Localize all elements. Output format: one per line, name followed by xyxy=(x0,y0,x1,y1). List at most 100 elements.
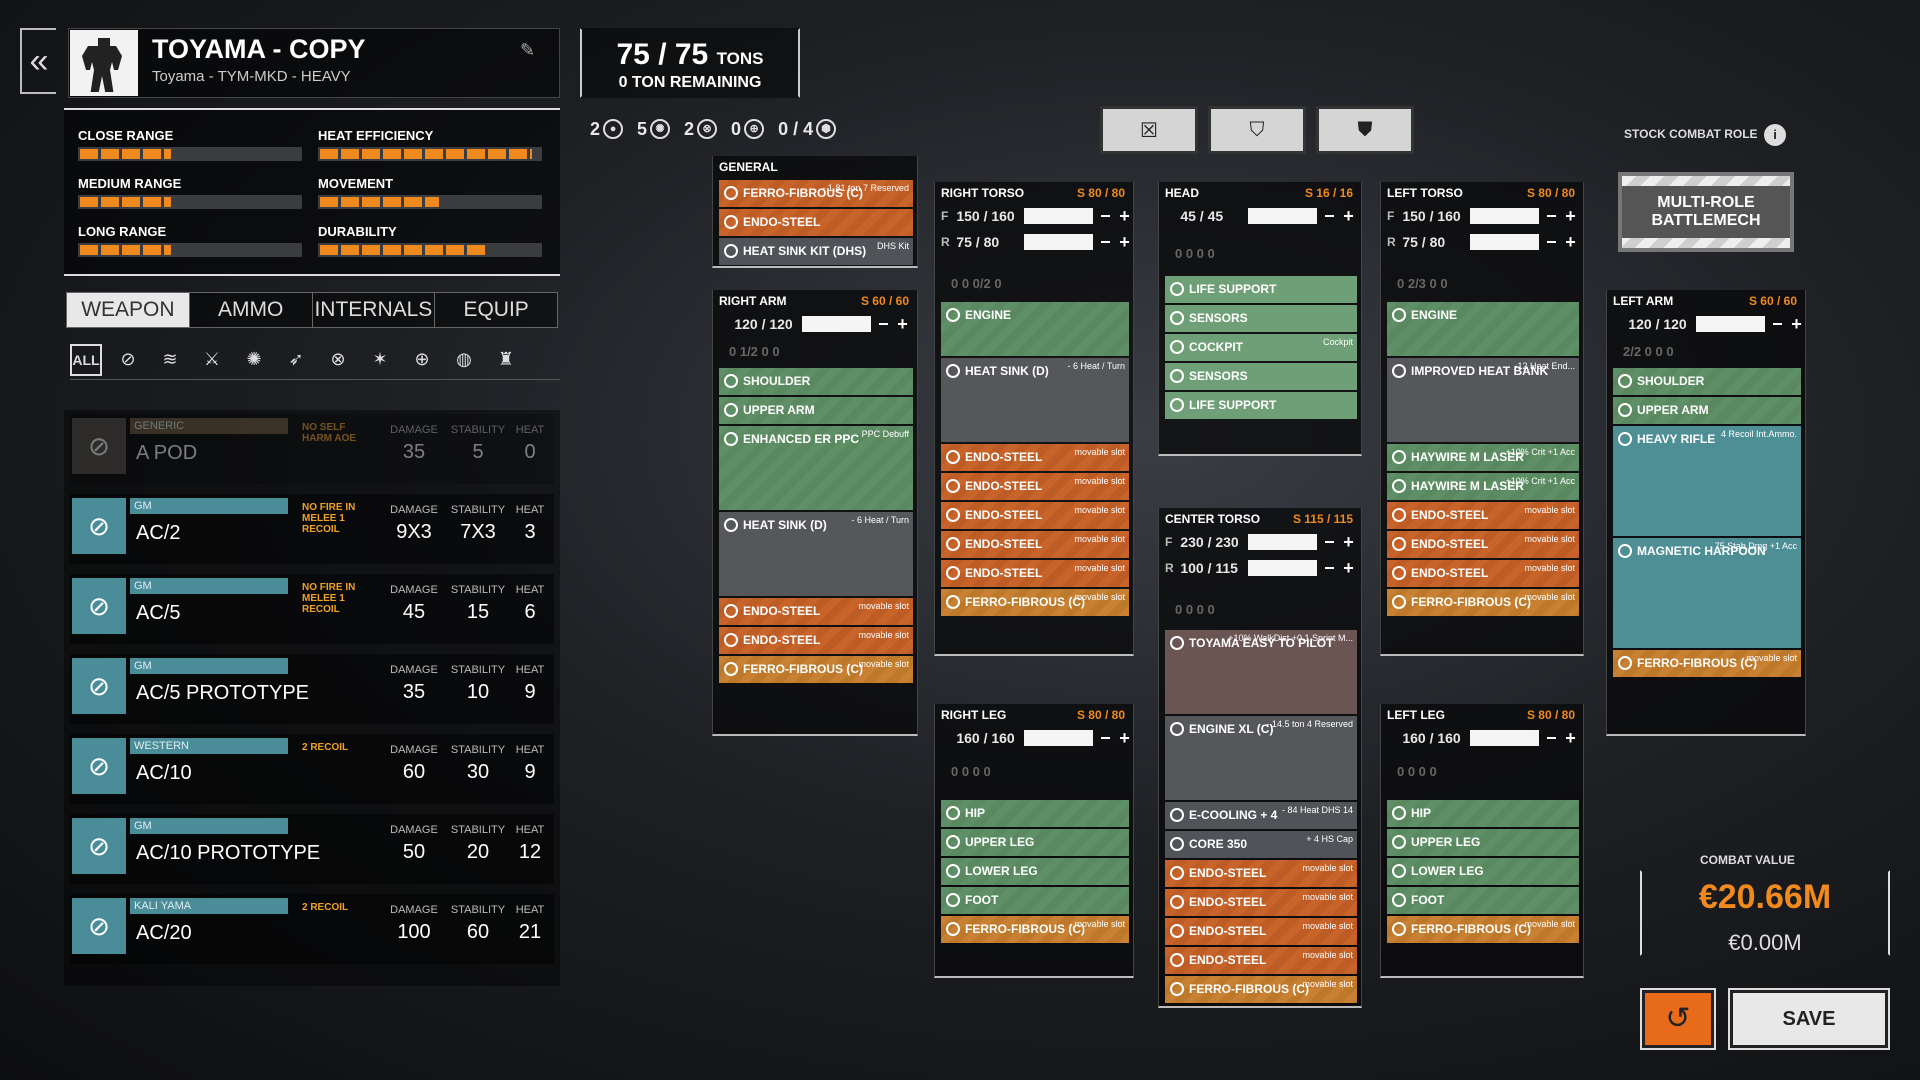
plus-icon[interactable]: + xyxy=(1791,313,1802,334)
filter-mech-icon[interactable]: ♜ xyxy=(497,349,515,369)
armor-slider[interactable] xyxy=(1247,560,1317,576)
plus-icon[interactable]: + xyxy=(897,313,908,334)
component-slot[interactable]: IMPROVED HEAT BANK -12 Heat End... xyxy=(1387,358,1579,442)
shield-x-icon[interactable]: ⛉ xyxy=(1208,106,1306,154)
filter-ballistic-icon[interactable]: ⊘ xyxy=(120,349,136,369)
plus-icon[interactable]: + xyxy=(1119,727,1130,748)
minus-icon[interactable]: − xyxy=(1100,727,1111,748)
armor-slider[interactable] xyxy=(1247,208,1317,224)
armor-slider[interactable] xyxy=(1469,208,1539,224)
plus-icon[interactable]: + xyxy=(1565,205,1576,226)
tab-ammo[interactable]: AMMO xyxy=(190,293,313,327)
filter-target-icon[interactable]: ⊕ xyxy=(414,349,430,369)
component-slot[interactable]: LOWER LEG xyxy=(941,858,1129,885)
component-slot[interactable]: TOYAMA EASY TO PILOT +10% WalkDist +0.1 … xyxy=(1165,630,1357,714)
plus-icon[interactable]: + xyxy=(1119,231,1130,252)
component-slot[interactable]: ENDO-STEEL movable slot xyxy=(1165,918,1357,945)
component-slot[interactable]: HEAVY RIFLE 4 Recoil Int.Ammo. xyxy=(1613,426,1801,536)
minus-icon[interactable]: − xyxy=(1324,531,1335,552)
plus-icon[interactable]: + xyxy=(1343,205,1354,226)
component-slot[interactable]: ENGINE XL (C) - 14.5 ton 4 Reserved xyxy=(1165,716,1357,800)
armor-slider[interactable] xyxy=(1023,208,1093,224)
component-slot[interactable]: HEAT SINK (D) - 6 Heat / Turn xyxy=(719,512,913,596)
tab-internals[interactable]: INTERNALS xyxy=(313,293,436,327)
component-slot[interactable]: SHOULDER xyxy=(1613,368,1801,395)
armor-slider[interactable] xyxy=(1469,730,1539,746)
component-slot[interactable]: ENGINE xyxy=(941,302,1129,356)
component-slot[interactable]: FERRO-FIBROUS (C) movable slot xyxy=(1613,650,1801,677)
component-slot[interactable]: FERRO-FIBROUS (C) movable slot xyxy=(1387,589,1579,616)
component-slot[interactable]: HIP xyxy=(1387,800,1579,827)
filter-energy-icon[interactable]: ≋ xyxy=(162,349,178,369)
component-slot[interactable]: ENGINE xyxy=(1387,302,1579,356)
armor-slider[interactable] xyxy=(1023,234,1093,250)
weapon-row[interactable]: ⊘ GM AC/2 NO FIRE IN MELEE 1 RECOIL DAMA… xyxy=(70,494,554,564)
component-slot[interactable]: ENDO-STEEL movable slot xyxy=(719,627,913,654)
tab-equip[interactable]: EQUIP xyxy=(463,298,529,321)
component-slot[interactable]: ENDO-STEEL movable slot xyxy=(941,444,1129,471)
armor-slider[interactable] xyxy=(1469,234,1539,250)
filter-sword-icon[interactable]: ⚔ xyxy=(203,349,221,369)
back-button[interactable]: « xyxy=(20,28,56,94)
filter-missile-icon[interactable]: ➶ xyxy=(288,349,304,369)
component-slot[interactable]: ENDO-STEEL movable slot xyxy=(1387,531,1579,558)
component-slot[interactable]: SHOULDER xyxy=(719,368,913,395)
component-slot[interactable]: FERRO-FIBROUS (C) movable slot xyxy=(941,589,1129,616)
component-slot[interactable]: ENDO-STEEL movable slot xyxy=(719,598,913,625)
component-slot[interactable]: HEAT SINK (D) - 6 Heat / Turn xyxy=(941,358,1129,442)
plus-icon[interactable]: + xyxy=(1343,531,1354,552)
plus-icon[interactable]: + xyxy=(1119,205,1130,226)
info-icon[interactable]: i xyxy=(1764,124,1786,146)
component-slot[interactable]: ENDO-STEEL movable slot xyxy=(941,560,1129,587)
component-slot[interactable]: FOOT xyxy=(1387,887,1579,914)
minus-icon[interactable]: − xyxy=(1546,205,1557,226)
minus-icon[interactable]: − xyxy=(1324,557,1335,578)
save-button[interactable]: SAVE xyxy=(1728,988,1890,1050)
component-slot[interactable]: UPPER ARM xyxy=(1613,397,1801,424)
minus-icon[interactable]: − xyxy=(1546,231,1557,252)
plus-icon[interactable]: + xyxy=(1565,727,1576,748)
general-item[interactable]: ENDO-STEEL xyxy=(719,209,913,236)
minus-icon[interactable]: − xyxy=(1772,313,1783,334)
component-slot[interactable]: FERRO-FIBROUS (C) movable slot xyxy=(1387,916,1579,943)
component-slot[interactable]: HAYWIRE M LASER +10% Crit +1 Acc xyxy=(1387,473,1579,500)
minus-icon[interactable]: − xyxy=(1100,205,1111,226)
component-slot[interactable]: ENDO-STEEL movable slot xyxy=(1387,502,1579,529)
component-slot[interactable]: COCKPIT Cockpit xyxy=(1165,334,1357,361)
component-slot[interactable]: FERRO-FIBROUS (C) movable slot xyxy=(941,916,1129,943)
minus-icon[interactable]: − xyxy=(1546,727,1557,748)
shield-icon[interactable]: ⛊ xyxy=(1316,106,1414,154)
component-slot[interactable]: UPPER ARM xyxy=(719,397,913,424)
plus-icon[interactable]: + xyxy=(1343,557,1354,578)
edit-icon[interactable]: ✎ xyxy=(520,40,536,60)
filter-flamer-icon[interactable]: ✶ xyxy=(372,349,388,369)
general-item[interactable]: HEAT SINK KIT (DHS)DHS Kit xyxy=(719,238,913,265)
plus-icon[interactable]: + xyxy=(1565,231,1576,252)
component-slot[interactable]: SENSORS xyxy=(1165,305,1357,332)
component-slot[interactable]: UPPER LEG xyxy=(1387,829,1579,856)
component-slot[interactable]: E-COOLING + 4 - 84 Heat DHS 14 xyxy=(1165,802,1357,829)
minus-icon[interactable]: − xyxy=(1324,205,1335,226)
component-slot[interactable]: ENDO-STEEL movable slot xyxy=(941,531,1129,558)
component-slot[interactable]: ENDO-STEEL movable slot xyxy=(1165,947,1357,974)
component-slot[interactable]: MAGNETIC HARPOON 75 Stab.Dmg +1 Acc xyxy=(1613,538,1801,648)
component-slot[interactable]: ENDO-STEEL movable slot xyxy=(1165,860,1357,887)
component-slot[interactable]: ENDO-STEEL movable slot xyxy=(1387,560,1579,587)
component-slot[interactable]: LIFE SUPPORT xyxy=(1165,276,1357,303)
filter-all[interactable]: ALL xyxy=(70,343,102,376)
component-slot[interactable]: HAYWIRE M LASER +10% Crit +1 Acc xyxy=(1387,444,1579,471)
general-item[interactable]: FERRO-FIBROUS (C)- 1.81 ton 7 Reserved xyxy=(719,180,913,207)
component-slot[interactable]: ENDO-STEEL movable slot xyxy=(941,502,1129,529)
armor-slider[interactable] xyxy=(1695,316,1765,332)
filter-laser-icon[interactable]: ✺ xyxy=(246,349,262,369)
minus-icon[interactable]: − xyxy=(878,313,889,334)
component-slot[interactable]: LOWER LEG xyxy=(1387,858,1579,885)
component-slot[interactable]: SENSORS xyxy=(1165,363,1357,390)
component-slot[interactable]: ENDO-STEEL movable slot xyxy=(941,473,1129,500)
component-slot[interactable]: FERRO-FIBROUS (C) movable slot xyxy=(1165,976,1357,1003)
